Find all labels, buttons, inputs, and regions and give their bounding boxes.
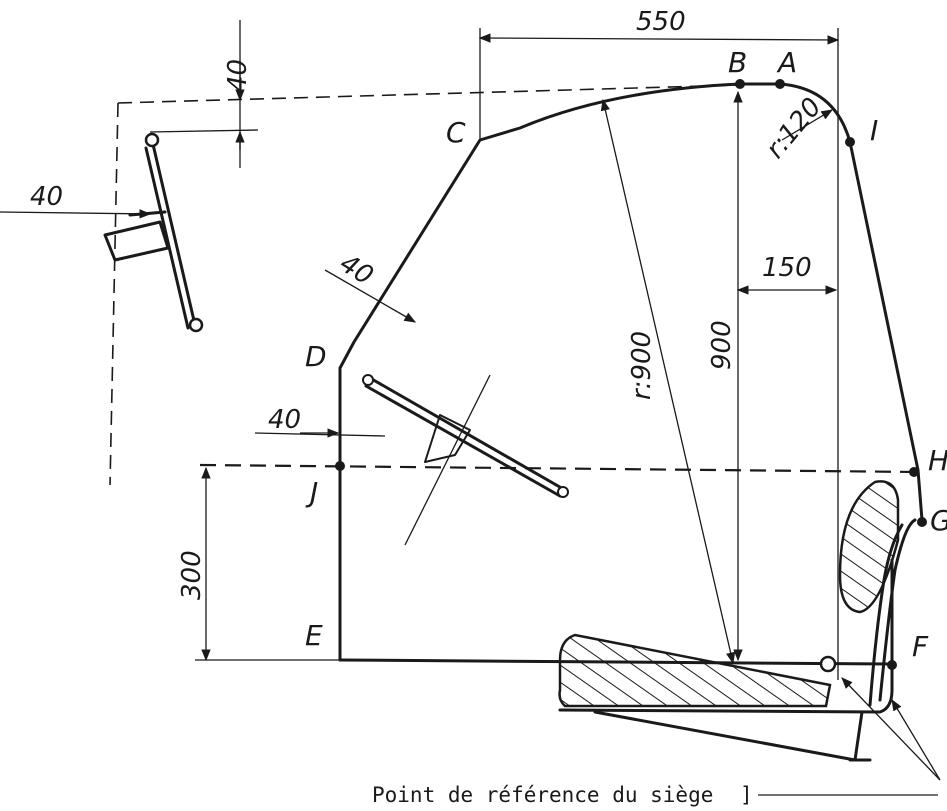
label-i: I — [870, 114, 878, 147]
label-e: E — [305, 619, 323, 652]
label-j: J — [305, 476, 318, 509]
label-f: F — [912, 630, 929, 663]
point-j-marker — [335, 461, 345, 471]
seat — [558, 480, 917, 762]
label-h: H — [928, 444, 947, 477]
point-f-marker — [887, 660, 897, 670]
dimension-lines — [0, 33, 840, 662]
seat-cushion — [558, 633, 832, 708]
dim-r900: r:900 — [627, 331, 657, 400]
label-d: D — [305, 340, 327, 373]
radius-lines — [600, 90, 838, 665]
dim-900: 900 — [707, 320, 737, 370]
pedal-assembly — [103, 132, 204, 333]
clearance-contour — [338, 82, 924, 662]
seat-reference-caption: Point de référence du siège — [372, 783, 713, 807]
steering-wheel — [362, 374, 569, 546]
label-b: B — [728, 46, 747, 79]
dim-40-diag: 40 — [334, 248, 378, 291]
label-c: C — [446, 116, 466, 149]
label-g: G — [930, 504, 947, 537]
dim-40-top: 40 — [223, 59, 253, 92]
point-b-marker — [735, 79, 745, 89]
dim-300: 300 — [177, 550, 207, 600]
caption-bracket: ] — [740, 783, 753, 807]
h-reference-line — [199, 463, 919, 474]
reference-pointer — [758, 677, 941, 796]
reference-frame — [109, 20, 839, 680]
dim-150: 150 — [762, 253, 812, 283]
point-a-marker — [775, 79, 785, 89]
dim-40-lower: 40 — [268, 405, 301, 435]
label-a: A — [776, 46, 797, 79]
dim-r120: r:120 — [760, 92, 827, 164]
point-markers — [335, 79, 927, 670]
point-g-marker — [917, 517, 927, 527]
point-h-marker — [909, 467, 919, 477]
dim-550: 550 — [636, 7, 686, 37]
seat-back — [838, 480, 900, 614]
point-i-marker — [845, 137, 855, 147]
dim-40-left: 40 — [30, 182, 63, 212]
